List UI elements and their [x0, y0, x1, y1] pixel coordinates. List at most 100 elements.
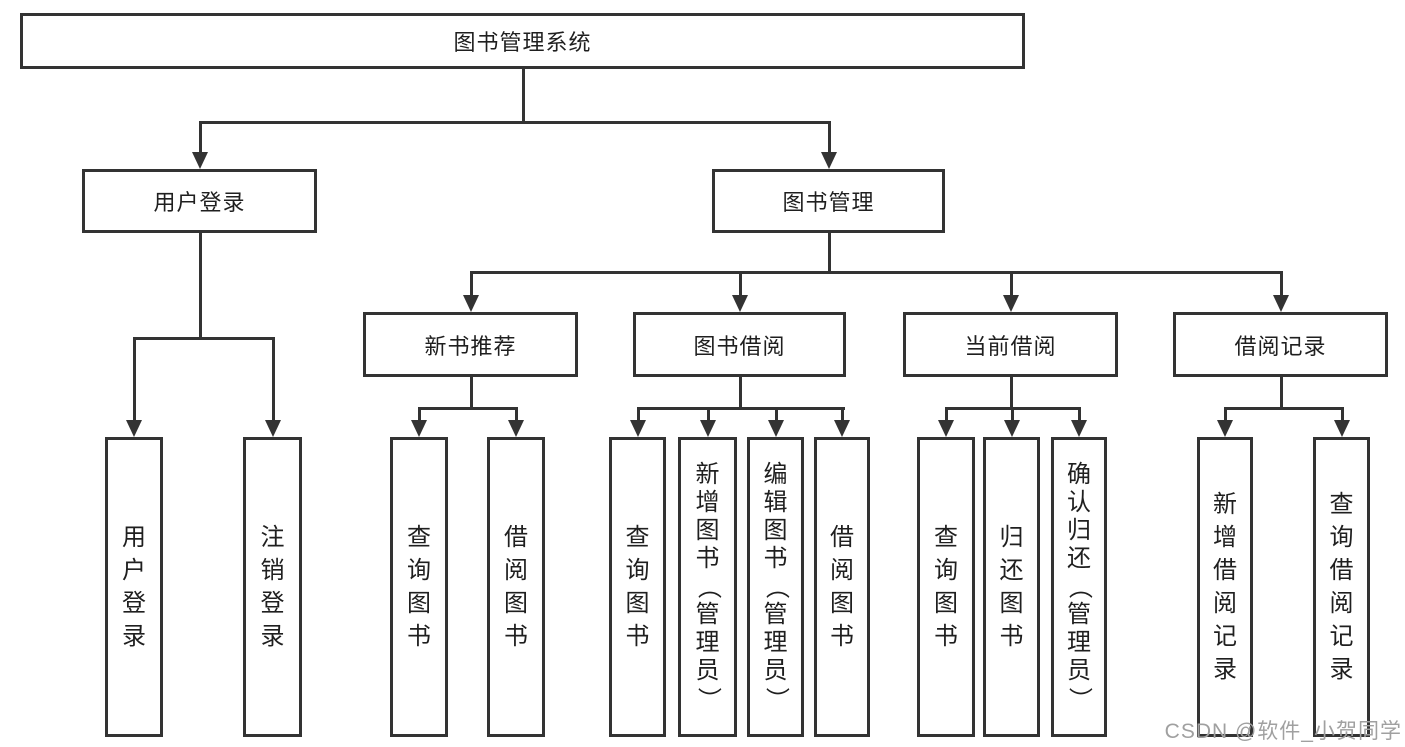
- arrow-down-icon: [732, 295, 748, 312]
- watermark: CSDN @软件_小贺同学: [1164, 720, 1402, 743]
- vertical-char: 还: [999, 556, 1024, 584]
- arrow-down-icon: [192, 152, 208, 169]
- vertical-char: 询: [934, 556, 958, 584]
- vertical-paren: ）: [1066, 687, 1093, 711]
- connector-stem: [470, 375, 473, 410]
- vertical-char: 阅: [1329, 589, 1354, 617]
- vertical-char: 图: [763, 517, 788, 544]
- node-c-user-login: 用户登录: [105, 437, 163, 737]
- vertical-char: 书: [830, 622, 854, 650]
- vertical-char: 录: [1329, 655, 1354, 683]
- vertical-char: 录: [122, 622, 146, 650]
- connector-drop: [707, 407, 710, 421]
- node-bb-query: 查询图书: [609, 437, 666, 737]
- vertical-char: 书: [999, 622, 1024, 650]
- connector-split-line: [470, 271, 1283, 274]
- node-label: 用户登录: [108, 440, 160, 734]
- vertical-char: 书: [504, 622, 528, 650]
- node-cb-return: 归还图书: [983, 437, 1040, 737]
- arrow-down-icon: [1334, 420, 1350, 437]
- vertical-char: 图: [999, 589, 1024, 617]
- node-bb-borrow: 借阅图书: [814, 437, 870, 737]
- vertical-char: 增: [1213, 523, 1237, 551]
- node-label: 当前借阅: [964, 333, 1057, 359]
- arrow-down-icon: [700, 420, 716, 437]
- arrow-down-icon: [1217, 420, 1233, 437]
- node-nb-query: 查询图书: [390, 437, 448, 737]
- vertical-char: 书: [407, 622, 431, 650]
- node-label: 查询图书: [393, 440, 445, 734]
- connector-drop: [1011, 407, 1014, 421]
- vertical-paren: （: [762, 575, 790, 599]
- vertical-char: 借: [1329, 556, 1354, 584]
- arrow-down-icon: [821, 152, 837, 169]
- vertical-char: 借: [504, 523, 528, 551]
- node-br-add: 新增借阅记录: [1197, 437, 1253, 737]
- node-label: 借阅图书: [817, 440, 867, 734]
- vertical-char: 增: [695, 489, 720, 516]
- connector-drop: [199, 121, 202, 153]
- connector-split-line: [199, 121, 831, 124]
- vertical-char: 员: [695, 657, 720, 684]
- node-label: 借阅图书: [490, 440, 542, 734]
- connector-drop: [1280, 271, 1283, 296]
- vertical-char: 询: [625, 556, 650, 584]
- connector-drop: [1224, 407, 1227, 421]
- vertical-char: 询: [1329, 523, 1354, 551]
- connector-split-line: [418, 407, 518, 410]
- node-root: 图书管理系统: [20, 13, 1025, 69]
- vertical-char: 询: [407, 556, 431, 584]
- connector-drop: [945, 407, 948, 421]
- node-label: 查询图书: [612, 440, 663, 734]
- vertical-char: 辑: [763, 489, 788, 516]
- vertical-char: 查: [1329, 490, 1354, 518]
- node-label: 新增借阅记录: [1200, 440, 1250, 734]
- node-label: 图书借阅: [693, 333, 786, 359]
- vertical-char: 阅: [504, 556, 528, 584]
- vertical-char: 借: [1213, 556, 1237, 584]
- connector-drop: [1078, 407, 1081, 421]
- node-new-book: 新书推荐: [363, 312, 578, 377]
- node-label: 注销登录: [246, 440, 299, 734]
- arrow-down-icon: [630, 420, 646, 437]
- vertical-char: 查: [625, 523, 650, 551]
- vertical-char: 录: [260, 622, 285, 650]
- vertical-char: 书: [934, 622, 958, 650]
- vertical-char: 管: [763, 601, 788, 628]
- node-label: 确认归还（管理员）: [1054, 440, 1104, 734]
- arrow-down-icon: [834, 420, 850, 437]
- vertical-char: 还: [1067, 545, 1091, 572]
- vertical-char: 户: [122, 556, 146, 584]
- connector-stem: [828, 231, 831, 274]
- node-c-logout: 注销登录: [243, 437, 302, 737]
- node-bb-add: 新增图书（管理员）: [678, 437, 737, 737]
- vertical-char: 书: [763, 545, 788, 572]
- vertical-char: 用: [122, 523, 146, 551]
- vertical-char: 图: [934, 589, 958, 617]
- connector-drop: [133, 337, 136, 421]
- arrow-down-icon: [1004, 420, 1020, 437]
- vertical-char: 图: [407, 589, 431, 617]
- vertical-char: 图: [504, 589, 528, 617]
- node-user-login: 用户登录: [82, 169, 317, 233]
- vertical-char: 编: [763, 461, 788, 488]
- connector-stem: [199, 231, 202, 340]
- node-label: 图书管理系统: [453, 30, 592, 55]
- connector-drop: [828, 121, 831, 153]
- vertical-char: 查: [934, 523, 958, 551]
- connector-stem: [739, 375, 742, 410]
- vertical-char: 认: [1067, 489, 1091, 516]
- connector-drop: [418, 407, 421, 421]
- arrow-down-icon: [126, 420, 142, 437]
- node-label: 归还图书: [986, 440, 1037, 734]
- node-label: 图书管理: [782, 190, 875, 215]
- arrow-down-icon: [1273, 295, 1289, 312]
- vertical-char: 借: [830, 523, 854, 551]
- vertical-char: 图: [695, 517, 720, 544]
- vertical-char: 阅: [830, 556, 854, 584]
- node-cb-confirm: 确认归还（管理员）: [1051, 437, 1107, 737]
- node-label: 借阅记录: [1234, 333, 1327, 359]
- arrow-down-icon: [1003, 295, 1019, 312]
- connector-drop: [1341, 407, 1344, 421]
- connector-split-line: [637, 407, 845, 410]
